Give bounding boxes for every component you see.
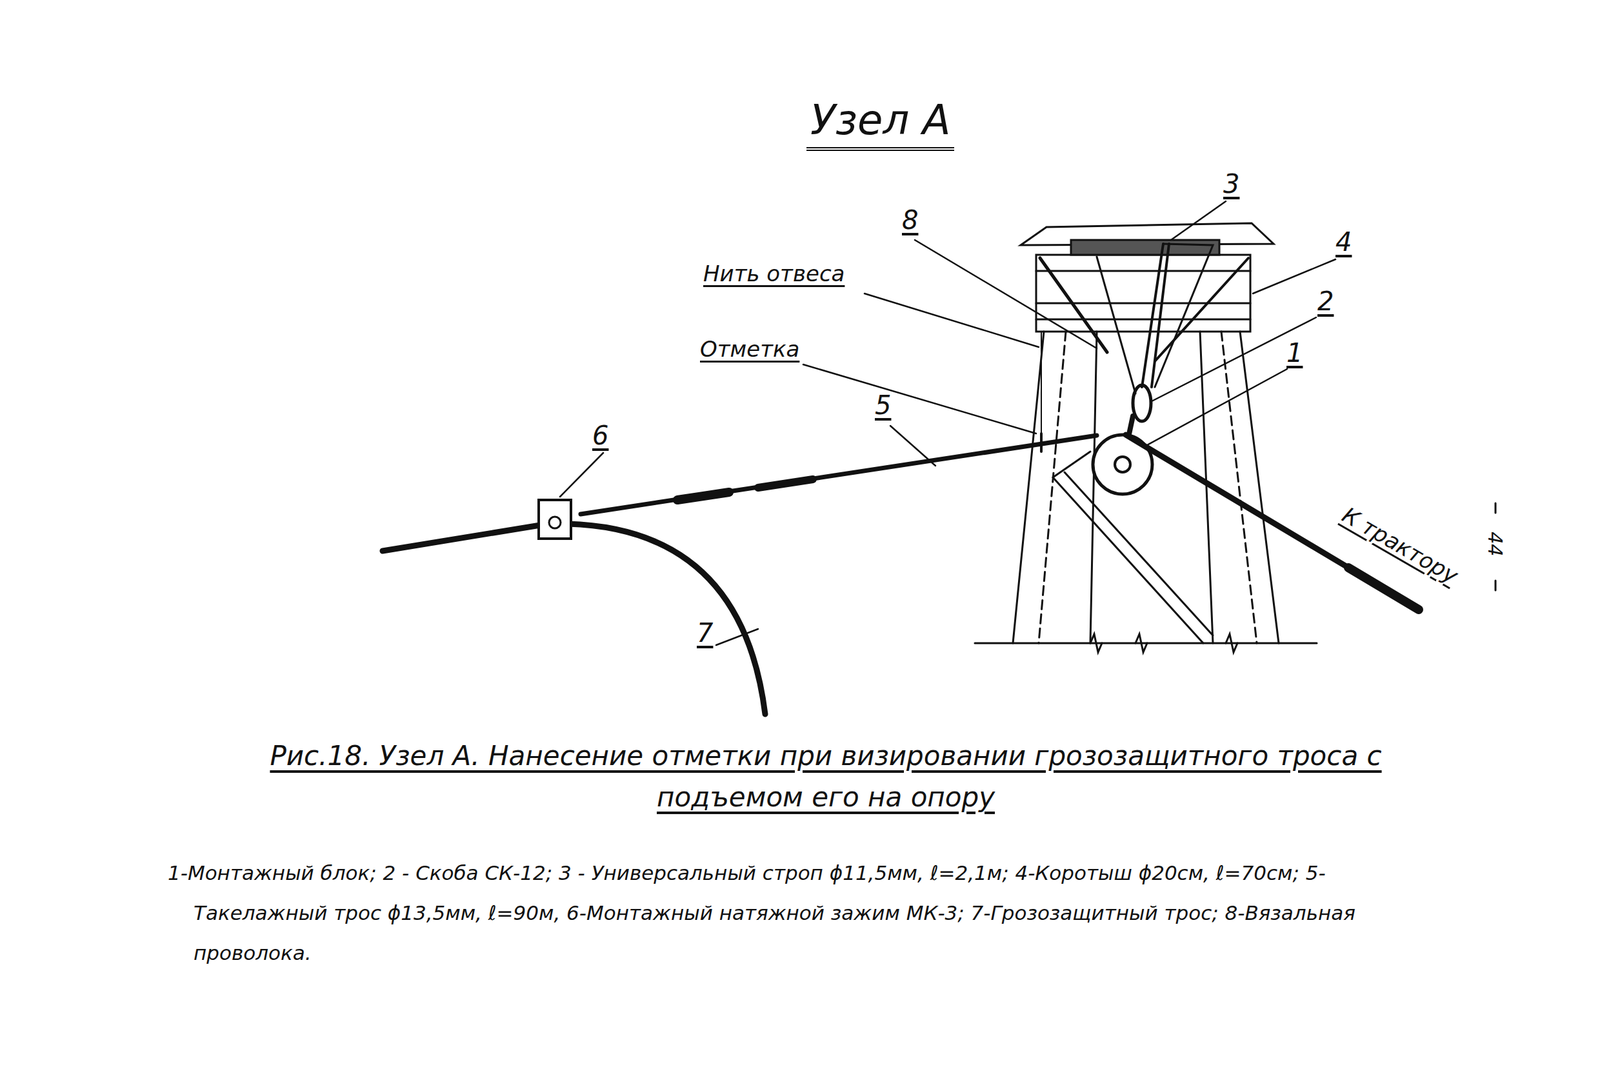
- mark-label: Отметка: [700, 336, 800, 362]
- callout-number: 5: [874, 390, 891, 420]
- callout-number: 8: [901, 205, 919, 235]
- callout-number: 6: [592, 420, 609, 451]
- page-number: 44: [1483, 531, 1507, 557]
- parts-notes: 1-Монтажный блок; 2 - Скоба СК-12; 3 - У…: [167, 852, 1459, 973]
- callout-number: 7: [696, 618, 713, 648]
- callout-number: 2: [1317, 286, 1334, 317]
- callout-number: 1: [1286, 338, 1303, 368]
- drawing-title: Узел А: [806, 96, 955, 151]
- callout-number: 3: [1223, 169, 1240, 199]
- plumb-line-label: Нить отвеса: [703, 261, 845, 287]
- callout-number: 4: [1335, 227, 1352, 257]
- figure-caption: Рис.18. Узел А. Нанесение отметки при ви…: [212, 735, 1439, 819]
